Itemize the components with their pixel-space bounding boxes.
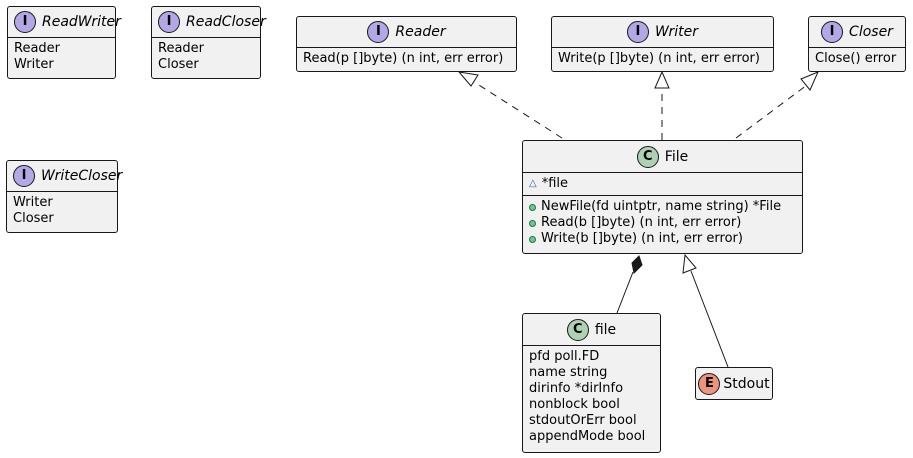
entity-stdout-name: Stdout <box>723 375 770 392</box>
interface-writer-name: Writer <box>654 24 699 40</box>
interface-reader-members: Read(p []byte) (n int, err error) <box>297 47 516 70</box>
relation-stdout-file <box>690 270 729 368</box>
field-row: △ *file <box>529 176 796 192</box>
field: name string <box>529 365 608 380</box>
class-file: C file pfd poll.FD name string dirinfo *… <box>522 313 661 453</box>
interface-readcloser: I ReadCloser Reader Closer <box>151 6 266 79</box>
field: pfd poll.FD <box>529 349 600 364</box>
member: Writer <box>13 195 53 210</box>
public-visibility-icon <box>529 235 536 243</box>
composition-diamond <box>631 255 643 275</box>
public-visibility-icon <box>529 219 536 227</box>
member: Closer <box>13 211 54 226</box>
relation-file-composition <box>616 271 634 314</box>
class-stereotype-icon: C <box>566 318 589 341</box>
class-file-fields: pfd poll.FD name string dirinfo *dirInfo… <box>523 345 660 448</box>
member: Closer <box>158 57 199 72</box>
class-File: C File △ *file NewFile(fd uintptr, name … <box>522 140 803 254</box>
interface-writecloser-members: Writer Closer <box>7 191 117 230</box>
member: Write(p []byte) (n int, err error) <box>558 51 760 66</box>
method: Write(b []byte) (n int, err error) <box>541 231 743 246</box>
interface-readwriter: I ReadWriter Reader Writer <box>7 6 121 79</box>
entity-stdout-header: E Stdout <box>696 368 772 399</box>
interface-closer-members: Close() error <box>809 47 905 70</box>
interface-writer-header: I Writer <box>552 17 773 47</box>
field: *file <box>541 176 569 191</box>
interface-writecloser-header: I WriteCloser <box>7 161 122 191</box>
interface-stereotype-icon: I <box>158 11 180 33</box>
member: Read(p []byte) (n int, err error) <box>303 51 504 66</box>
interface-reader-header: I Reader <box>297 17 516 47</box>
interface-readwriter-header: I ReadWriter <box>8 7 121 37</box>
interface-writer: I Writer Write(p []byte) (n int, err err… <box>551 16 774 72</box>
class-file-header: C file <box>523 314 660 345</box>
relation-file-closer <box>735 84 808 139</box>
interface-readcloser-members: Reader Closer <box>152 37 260 76</box>
interface-writecloser-name: WriteCloser <box>41 168 123 184</box>
interface-stereotype-icon: I <box>13 165 35 187</box>
class-File-fields: △ *file <box>523 172 802 195</box>
interface-readwriter-name: ReadWriter <box>42 14 121 30</box>
interface-readcloser-header: I ReadCloser <box>152 7 266 37</box>
field: dirinfo *dirInfo <box>529 381 624 396</box>
interface-stereotype-icon: I <box>367 21 390 43</box>
relation-file-reader <box>470 79 563 139</box>
realization-arrowhead-writer <box>654 70 670 89</box>
field: nonblock bool <box>529 397 620 412</box>
field: appendMode bool <box>529 429 646 444</box>
method-row: Read(b []byte) (n int, err error) <box>529 215 796 231</box>
class-File-methods: NewFile(fd uintptr, name string) *File R… <box>523 195 802 250</box>
realization-arrowhead-reader <box>457 71 479 87</box>
interface-readcloser-name: ReadCloser <box>186 14 266 30</box>
field: stdoutOrErr bool <box>529 413 637 428</box>
class-file-name: file <box>594 321 617 338</box>
entity-stdout: E Stdout <box>695 367 773 400</box>
interface-stereotype-icon: I <box>14 11 36 33</box>
interface-stereotype-icon: I <box>821 21 844 43</box>
package-visibility-icon: △ <box>529 178 537 189</box>
member: Writer <box>14 57 54 72</box>
method-row: Write(b []byte) (n int, err error) <box>529 231 796 247</box>
member: Close() error <box>815 51 897 66</box>
member: Reader <box>14 41 61 56</box>
interface-reader: I Reader Read(p []byte) (n int, err erro… <box>296 16 517 72</box>
method: Read(b []byte) (n int, err error) <box>541 215 742 230</box>
interface-stereotype-icon: I <box>626 21 649 43</box>
interface-writer-members: Write(p []byte) (n int, err error) <box>552 47 773 70</box>
interface-writecloser: I WriteCloser Writer Closer <box>6 160 122 233</box>
class-File-name: File <box>664 148 689 165</box>
interface-readwriter-members: Reader Writer <box>8 37 115 76</box>
interface-closer-header: I Closer <box>809 17 905 47</box>
method: NewFile(fd uintptr, name string) *File <box>541 199 782 214</box>
interface-closer-name: Closer <box>849 24 893 40</box>
class-stereotype-icon: C <box>636 145 659 168</box>
member: Reader <box>158 41 205 56</box>
inheritance-arrowhead-file <box>682 253 697 274</box>
realization-arrowhead-closer <box>800 71 819 91</box>
method-row: NewFile(fd uintptr, name string) *File <box>529 199 796 215</box>
class-File-header: C File <box>523 141 802 172</box>
public-visibility-icon <box>529 203 536 211</box>
interface-closer: I Closer Close() error <box>808 16 906 72</box>
interface-reader-name: Reader <box>395 24 446 40</box>
entity-stereotype-icon: E <box>698 372 721 395</box>
